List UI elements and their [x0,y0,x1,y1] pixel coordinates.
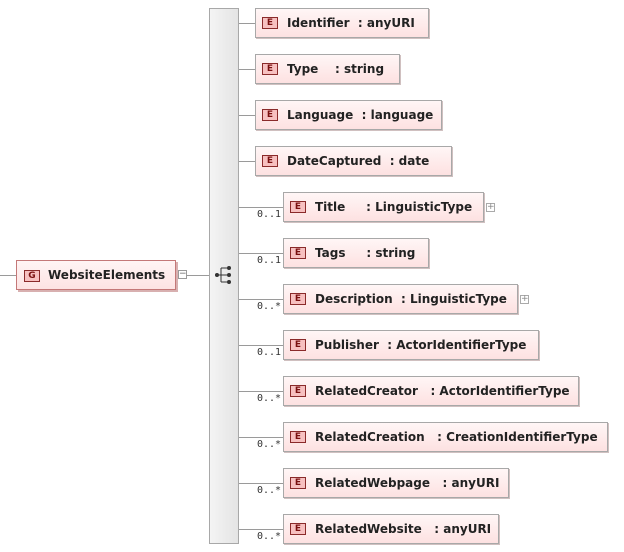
cardinality-label: 0..1 [257,209,282,220]
element-connector [239,483,283,484]
element-node[interactable]: E Type : string [255,54,400,84]
element-node[interactable]: E Tags : string [283,238,429,268]
element-label: Publisher : ActorIdentifierType [315,338,527,352]
element-connector [239,207,283,208]
collapse-icon[interactable]: − [178,269,187,279]
element-node[interactable]: E RelatedWebsite : anyURI [283,514,499,544]
cardinality-label: 0..* [257,531,282,542]
element-label: RelatedWebpage : anyURI [315,476,500,490]
element-node[interactable]: E Language : language [255,100,442,130]
element-node[interactable]: E RelatedCreator : ActorIdentifierType [283,376,579,406]
element-connector [239,391,283,392]
element-label: DateCaptured : date [287,154,430,168]
element-badge: E [262,63,278,75]
cardinality-label: 0..* [257,301,282,312]
cardinality-label: 0..1 [257,255,282,266]
element-label: Identifier : anyURI [287,16,415,30]
element-connector [239,529,283,530]
group-name: WebsiteElements [48,268,166,282]
element-badge: E [290,247,306,259]
element-badge: E [290,385,306,397]
element-label: Type : string [287,62,385,76]
element-connector [239,345,283,346]
group-connector-left [0,275,16,276]
element-label: Language : language [287,108,434,122]
element-node[interactable]: E Publisher : ActorIdentifierType [283,330,539,360]
element-label: Title : LinguisticType [315,200,473,214]
group-websiteelements[interactable]: G WebsiteElements [16,260,176,290]
expand-icon[interactable]: + [486,202,495,212]
cardinality-label: 0..* [257,439,282,450]
element-node[interactable]: E RelatedWebpage : anyURI [283,468,509,498]
element-node[interactable]: E Description : LinguisticType [283,284,518,314]
element-badge: E [290,339,306,351]
element-badge: E [262,155,278,167]
element-connector [239,437,283,438]
element-badge: E [290,477,306,489]
element-connector [239,299,283,300]
cardinality-label: 0..1 [257,347,282,358]
element-badge: E [262,109,278,121]
cardinality-label: 0..* [257,485,282,496]
element-node[interactable]: E Title : LinguisticType [283,192,484,222]
element-badge: E [290,201,306,213]
element-connector [239,23,255,24]
cardinality-label: 0..* [257,393,282,404]
element-label: RelatedCreation : CreationIdentifierType [315,430,598,444]
sequence-bar [209,8,239,544]
element-node[interactable]: E RelatedCreation : CreationIdentifierTyp… [283,422,608,452]
element-label: Description : LinguisticType [315,292,507,306]
element-badge: E [290,431,306,443]
element-label: Tags : string [315,246,416,260]
element-connector [239,253,283,254]
element-label: RelatedCreator : ActorIdentifierType [315,384,570,398]
expand-icon[interactable]: + [520,294,529,304]
element-badge: E [290,523,306,535]
element-badge: E [290,293,306,305]
element-badge: E [262,17,278,29]
element-node[interactable]: E DateCaptured : date [255,146,452,176]
group-to-sequence-connector [187,275,209,276]
element-connector [239,69,255,70]
element-node[interactable]: E Identifier : anyURI [255,8,429,38]
group-badge: G [24,270,40,282]
element-connector [239,161,255,162]
element-connector [239,115,255,116]
sequence-icon[interactable] [213,265,235,287]
element-label: RelatedWebsite : anyURI [315,522,492,536]
